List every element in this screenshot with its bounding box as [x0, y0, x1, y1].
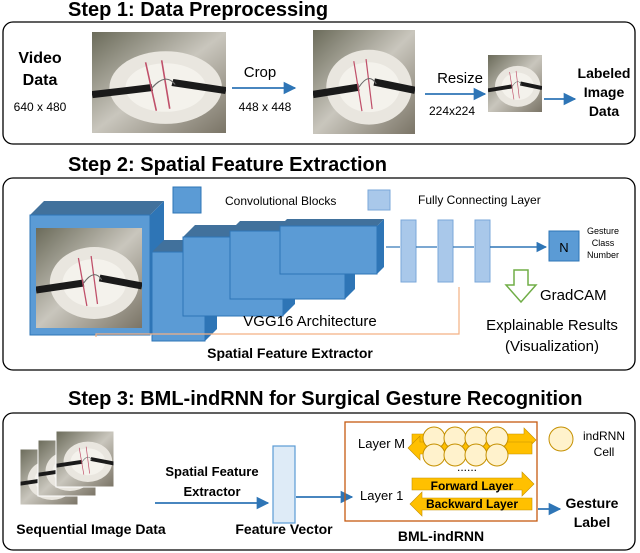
- explain-line2: (Visualization): [505, 338, 599, 355]
- legend-fc-swatch: [367, 189, 391, 211]
- resized-image: [488, 55, 542, 112]
- step3-title: Step 3: BML-indRNN for Surgical Gesture …: [68, 388, 582, 410]
- gesture-class-line3: Number: [587, 250, 619, 260]
- gradcam-label: GradCAM: [540, 287, 607, 304]
- gesture-class-line2: Class: [592, 238, 615, 248]
- gesture-label-line2: Label: [574, 514, 611, 530]
- layer-1-label: Layer 1: [360, 488, 403, 503]
- feature-vector-label: Feature Vector: [235, 521, 333, 537]
- indrnn-cell-icon: [548, 426, 574, 452]
- layer-m-cells: [422, 426, 509, 467]
- bml-label: BML-indRNN: [398, 528, 484, 544]
- legend-conv-swatch: [172, 186, 202, 214]
- fc-layer-1: [400, 219, 417, 283]
- layer-1-arrows: [409, 471, 535, 517]
- feature-vector-bar: [272, 445, 296, 524]
- spatial-line2: Extractor: [183, 484, 240, 499]
- output-node: [548, 230, 580, 262]
- fc-layer-2: [437, 219, 454, 283]
- vgg-label: VGG16 Architecture: [243, 313, 376, 330]
- cropped-image: [313, 30, 415, 134]
- spatial-line1: Spatial Feature: [165, 464, 258, 479]
- video-size: 640 x 480: [14, 100, 67, 114]
- explain-line1: Explainable Results: [486, 317, 618, 334]
- legend-conv-label: Convolutional Blocks: [225, 194, 336, 208]
- step3-frame: [2, 412, 636, 551]
- gradcam-arrow: [504, 269, 538, 304]
- extractor-label: Spatial Feature Extractor: [207, 345, 373, 361]
- resize-size: 224x224: [429, 104, 475, 118]
- bml-frame: [344, 421, 538, 522]
- labeled-line3: Data: [589, 103, 620, 119]
- extractor-bracket: [95, 287, 460, 337]
- forward-layer-label: Forward Layer: [431, 479, 514, 493]
- legend-fc-label: Fully Connecting Layer: [418, 193, 541, 207]
- layer-m-label: Layer M: [358, 436, 405, 451]
- indrnn-line2: Cell: [594, 445, 615, 459]
- conv-block-5: [279, 219, 384, 275]
- resize-label: Resize: [437, 70, 483, 87]
- labeled-line2: Image: [584, 84, 625, 100]
- input-image: [36, 228, 142, 328]
- crop-size: 448 x 448: [239, 100, 292, 114]
- sequence-image-3: [56, 431, 114, 487]
- gesture-class-line1: Gesture: [587, 226, 619, 236]
- fc-layer-3: [474, 219, 491, 283]
- sequential-label: Sequential Image Data: [16, 521, 166, 537]
- crop-label: Crop: [244, 64, 277, 81]
- output-node-label: N: [559, 240, 568, 255]
- video-label-line1: Video: [18, 50, 62, 67]
- step2-frame: [2, 177, 636, 371]
- video-frame-image: [92, 32, 226, 133]
- backward-layer-label: Backward Layer: [426, 497, 518, 511]
- indrnn-line1: indRNN: [583, 429, 625, 443]
- step1-title: Step 1: Data Preprocessing: [68, 0, 328, 21]
- labeled-line1: Labeled: [578, 65, 631, 81]
- video-label-line2: Data: [23, 72, 58, 89]
- step1-frame: [2, 21, 636, 145]
- step2-title: Step 2: Spatial Feature Extraction: [68, 154, 387, 176]
- gesture-label-line1: Gesture: [566, 495, 619, 511]
